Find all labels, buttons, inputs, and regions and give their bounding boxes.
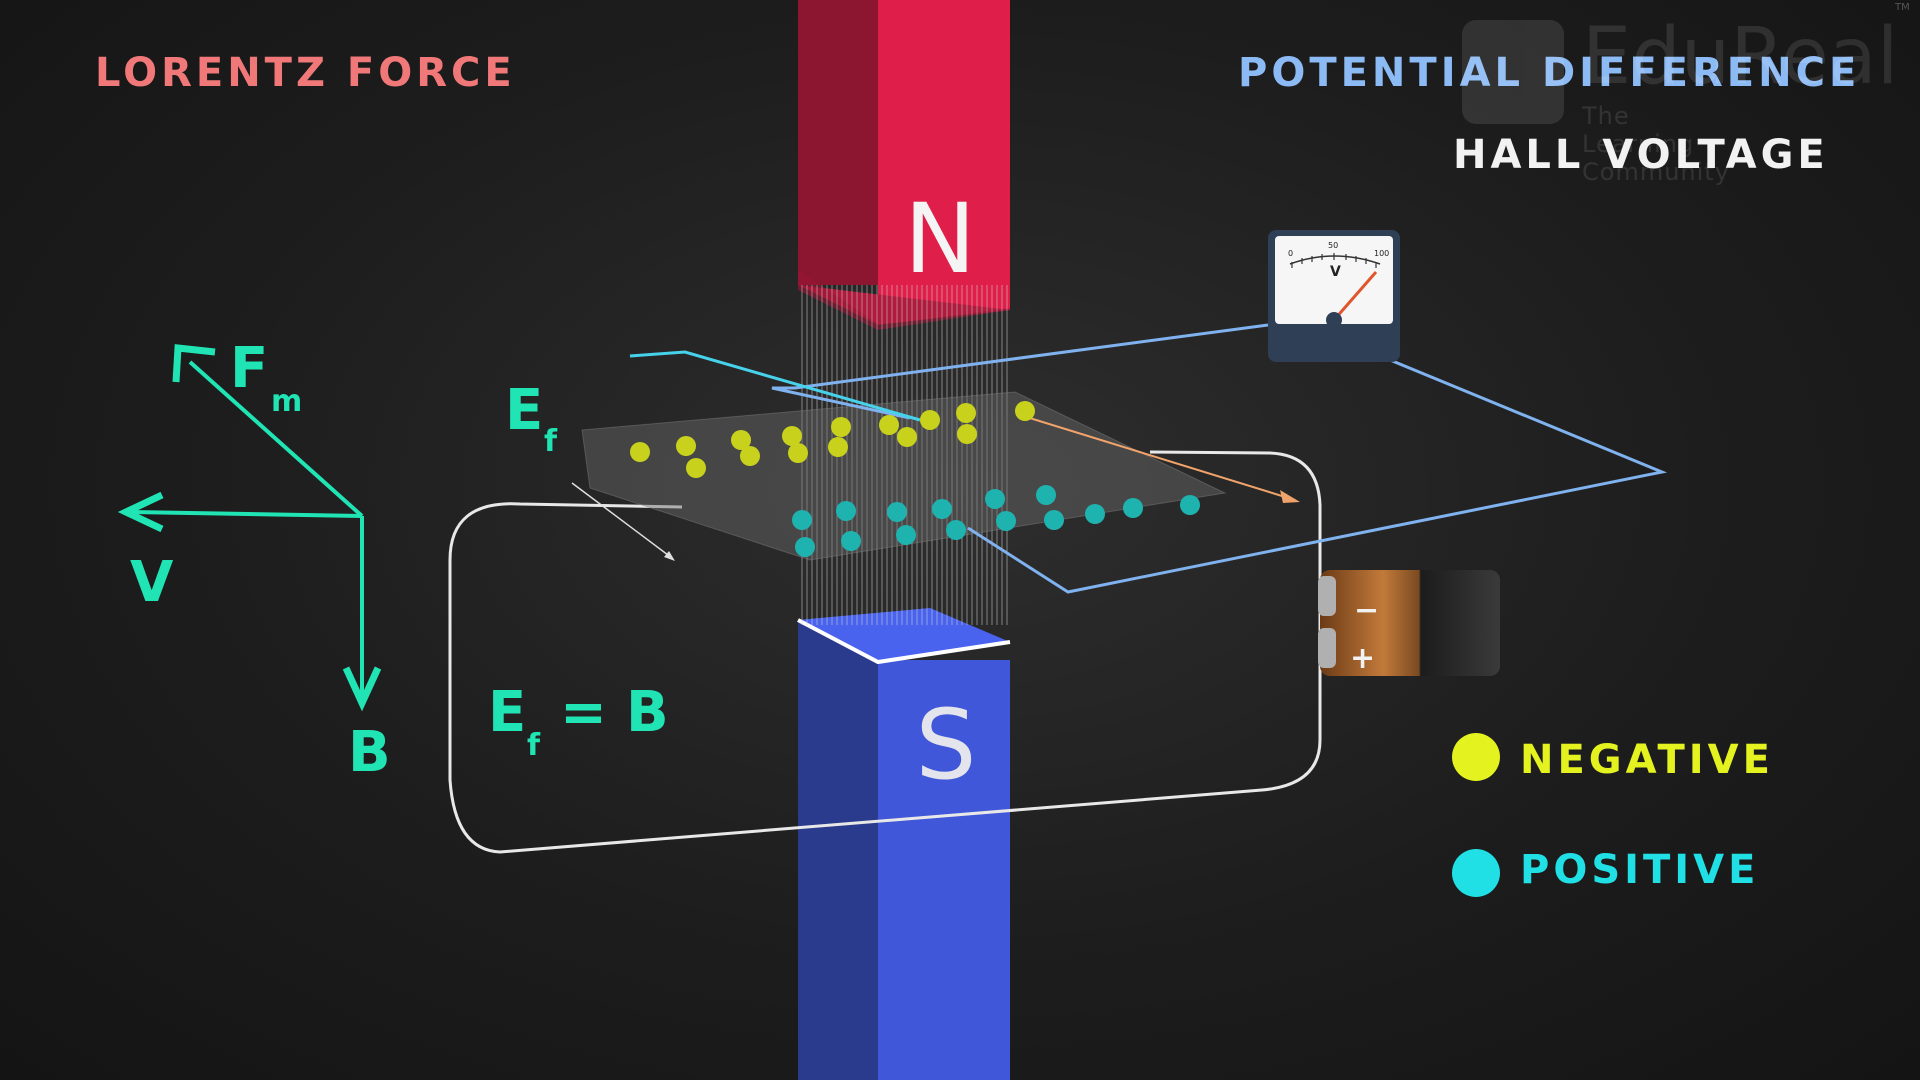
negative-charge: [828, 437, 848, 457]
north-pole-label: N: [904, 183, 976, 295]
negative-charge: [782, 426, 802, 446]
negative-charge: [956, 403, 976, 423]
force-label: F: [230, 336, 269, 401]
negative-charge: [897, 427, 917, 447]
velocity-label: V: [130, 550, 174, 615]
positive-charge: [1036, 485, 1056, 505]
negative-charge: [879, 415, 899, 435]
positive-charge: [836, 501, 856, 521]
force-arrowhead: [172, 344, 216, 383]
voltmeter-unit: V: [1330, 264, 1341, 280]
positive-charge: [932, 499, 952, 519]
positive-charge: [996, 511, 1016, 531]
positive-charge: [887, 502, 907, 522]
positive-charges: [792, 485, 1200, 557]
positive-charge: [1044, 510, 1064, 530]
voltmeter-scale-min: 0: [1288, 249, 1293, 258]
watermark-brand: EduReal: [1582, 12, 1899, 102]
electric-field-line: [629, 350, 921, 422]
hall-voltage-title: HALL VOLTAGE: [1453, 132, 1829, 178]
negative-charge: [676, 436, 696, 456]
magnet-north-face: [878, 0, 1010, 310]
battery-icon: − +: [1318, 570, 1500, 676]
positive-charge: [792, 510, 812, 530]
logo-icon: [1462, 20, 1564, 124]
voltmeter-wire: [771, 323, 1668, 594]
electric-field-subscript: f: [544, 424, 558, 459]
south-pole-label: S: [916, 689, 977, 801]
voltmeter-needle: [1332, 271, 1378, 321]
circuit-wire: [448, 450, 1322, 854]
current-arrow: [1019, 414, 1300, 503]
voltmeter-icon: 0 50 100 V: [1268, 230, 1400, 362]
force-subscript: m: [271, 384, 303, 419]
equation-lhs: E: [488, 680, 527, 745]
velocity-vector: [131, 510, 363, 518]
positive-charge: [946, 520, 966, 540]
potential-difference-title: POTENTIAL DIFFERENCE: [1238, 50, 1861, 96]
positive-charge: [896, 525, 916, 545]
negative-charge: [788, 443, 808, 463]
legend-negative-dot: [1452, 733, 1500, 781]
magnet-south-face: [878, 660, 1010, 1080]
positive-charge: [985, 489, 1005, 509]
lorentz-force-title: LORENTZ FORCE: [95, 50, 516, 96]
legend-positive-dot: [1452, 849, 1500, 897]
positive-charge: [1085, 504, 1105, 524]
magnet-south: [797, 608, 1011, 1080]
legend-negative-label: NEGATIVE: [1520, 737, 1774, 783]
field-arrowhead: [342, 666, 382, 712]
equation-rhs: B: [626, 680, 669, 745]
vector-diagram: [117, 344, 382, 712]
electric-field-label: E: [505, 378, 544, 443]
positive-charge: [795, 537, 815, 557]
negative-charges: [630, 401, 1035, 478]
battery-plus: +: [1350, 641, 1375, 676]
voltmeter-scale-max: 100: [1374, 249, 1389, 258]
negative-charge: [630, 442, 650, 462]
equation-lhs-subscript: f: [527, 728, 541, 763]
positive-charge: [1123, 498, 1143, 518]
field-direction-arrow: [571, 482, 675, 561]
negative-charge: [920, 410, 940, 430]
negative-charge: [957, 424, 977, 444]
negative-charge: [1015, 401, 1035, 421]
force-vector: [188, 360, 364, 518]
positive-charge: [1180, 495, 1200, 515]
battery-minus: −: [1354, 593, 1379, 628]
trademark-mark: TM: [1895, 2, 1910, 13]
legend-positive-label: POSITIVE: [1520, 847, 1760, 893]
equation-equals: =: [560, 680, 607, 745]
positive-charge: [841, 531, 861, 551]
negative-charge: [686, 458, 706, 478]
watermark-tagline: The Learning Community: [1582, 102, 1730, 186]
negative-charge: [831, 417, 851, 437]
velocity-arrowhead: [117, 491, 164, 533]
negative-charge: [740, 446, 760, 466]
negative-charge: [731, 430, 751, 450]
voltmeter-scale-mid: 50: [1328, 241, 1338, 250]
field-label: B: [348, 720, 391, 785]
